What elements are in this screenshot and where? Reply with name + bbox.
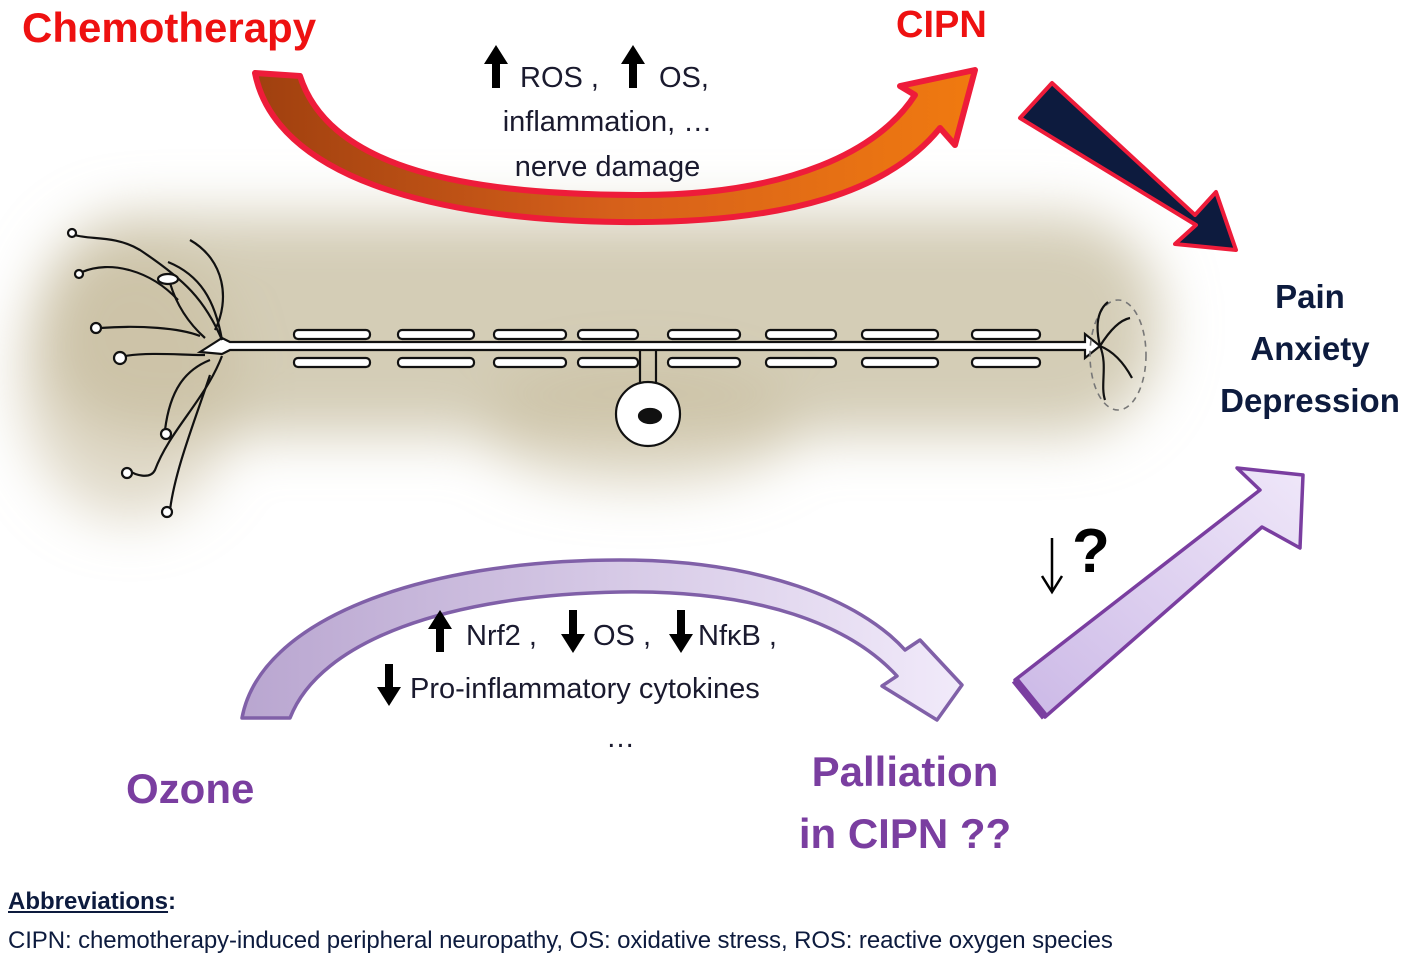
chemo-mechanism-line1b: OS,: [659, 62, 709, 94]
chemo-mechanism-line2: inflammation, …: [502, 106, 713, 138]
chemotherapy-label: Chemotherapy: [22, 4, 317, 51]
arrow-down-icon: [561, 610, 585, 653]
ozone-curved-arrow: [240, 558, 964, 722]
abbreviations-title: Abbreviations:: [8, 888, 176, 916]
chemo-curved-arrow: [252, 67, 978, 226]
ozone-mechanism-line1b: OS ,: [593, 620, 652, 652]
ozone-label: Ozone: [126, 765, 255, 812]
chemo-mechanism-line1a: ROS ,: [520, 62, 599, 94]
arrow-up-icon: [428, 610, 452, 652]
neuron-glow: [20, 215, 1160, 520]
outcome-anxiety: Anxiety: [1250, 330, 1370, 367]
palliation-label-line1: Palliation: [811, 748, 999, 795]
palliation-to-outcome-arrow: [1013, 466, 1305, 719]
outcome-depression: Depression: [1220, 382, 1400, 419]
arrow-down-icon: [377, 664, 401, 706]
arrow-up-icon: [621, 45, 645, 88]
arrow-down-icon: [669, 610, 693, 653]
abbreviations-text: CIPN: chemotherapy-induced peripheral ne…: [8, 927, 1113, 954]
abbreviations-title-text: Abbreviations: [8, 888, 169, 915]
arrow-up-icon: [484, 45, 508, 88]
question-mark: ?: [1072, 517, 1110, 586]
ozone-mechanism-line1a: Nrf2 ,: [466, 620, 537, 652]
palliation-label-line2: in CIPN ??: [798, 810, 1012, 857]
abbreviations-colon: :: [168, 888, 177, 915]
chemo-mechanism-line3: nerve damage: [514, 151, 701, 183]
ozone-mechanism-line2: Pro-inflammatory cytokines: [410, 673, 760, 705]
arrow-tail-band: [1011, 677, 1049, 720]
cipn-label: CIPN: [896, 4, 987, 46]
outcome-pain: Pain: [1275, 278, 1345, 315]
arrow-down-icon: [1040, 538, 1064, 595]
ozone-mechanism-line1c: NfκB ,: [698, 620, 777, 652]
cipn-to-outcome-arrow: [1018, 81, 1238, 252]
neuron-icon: [66, 227, 1147, 519]
ozone-mechanism-line3: …: [606, 722, 635, 754]
